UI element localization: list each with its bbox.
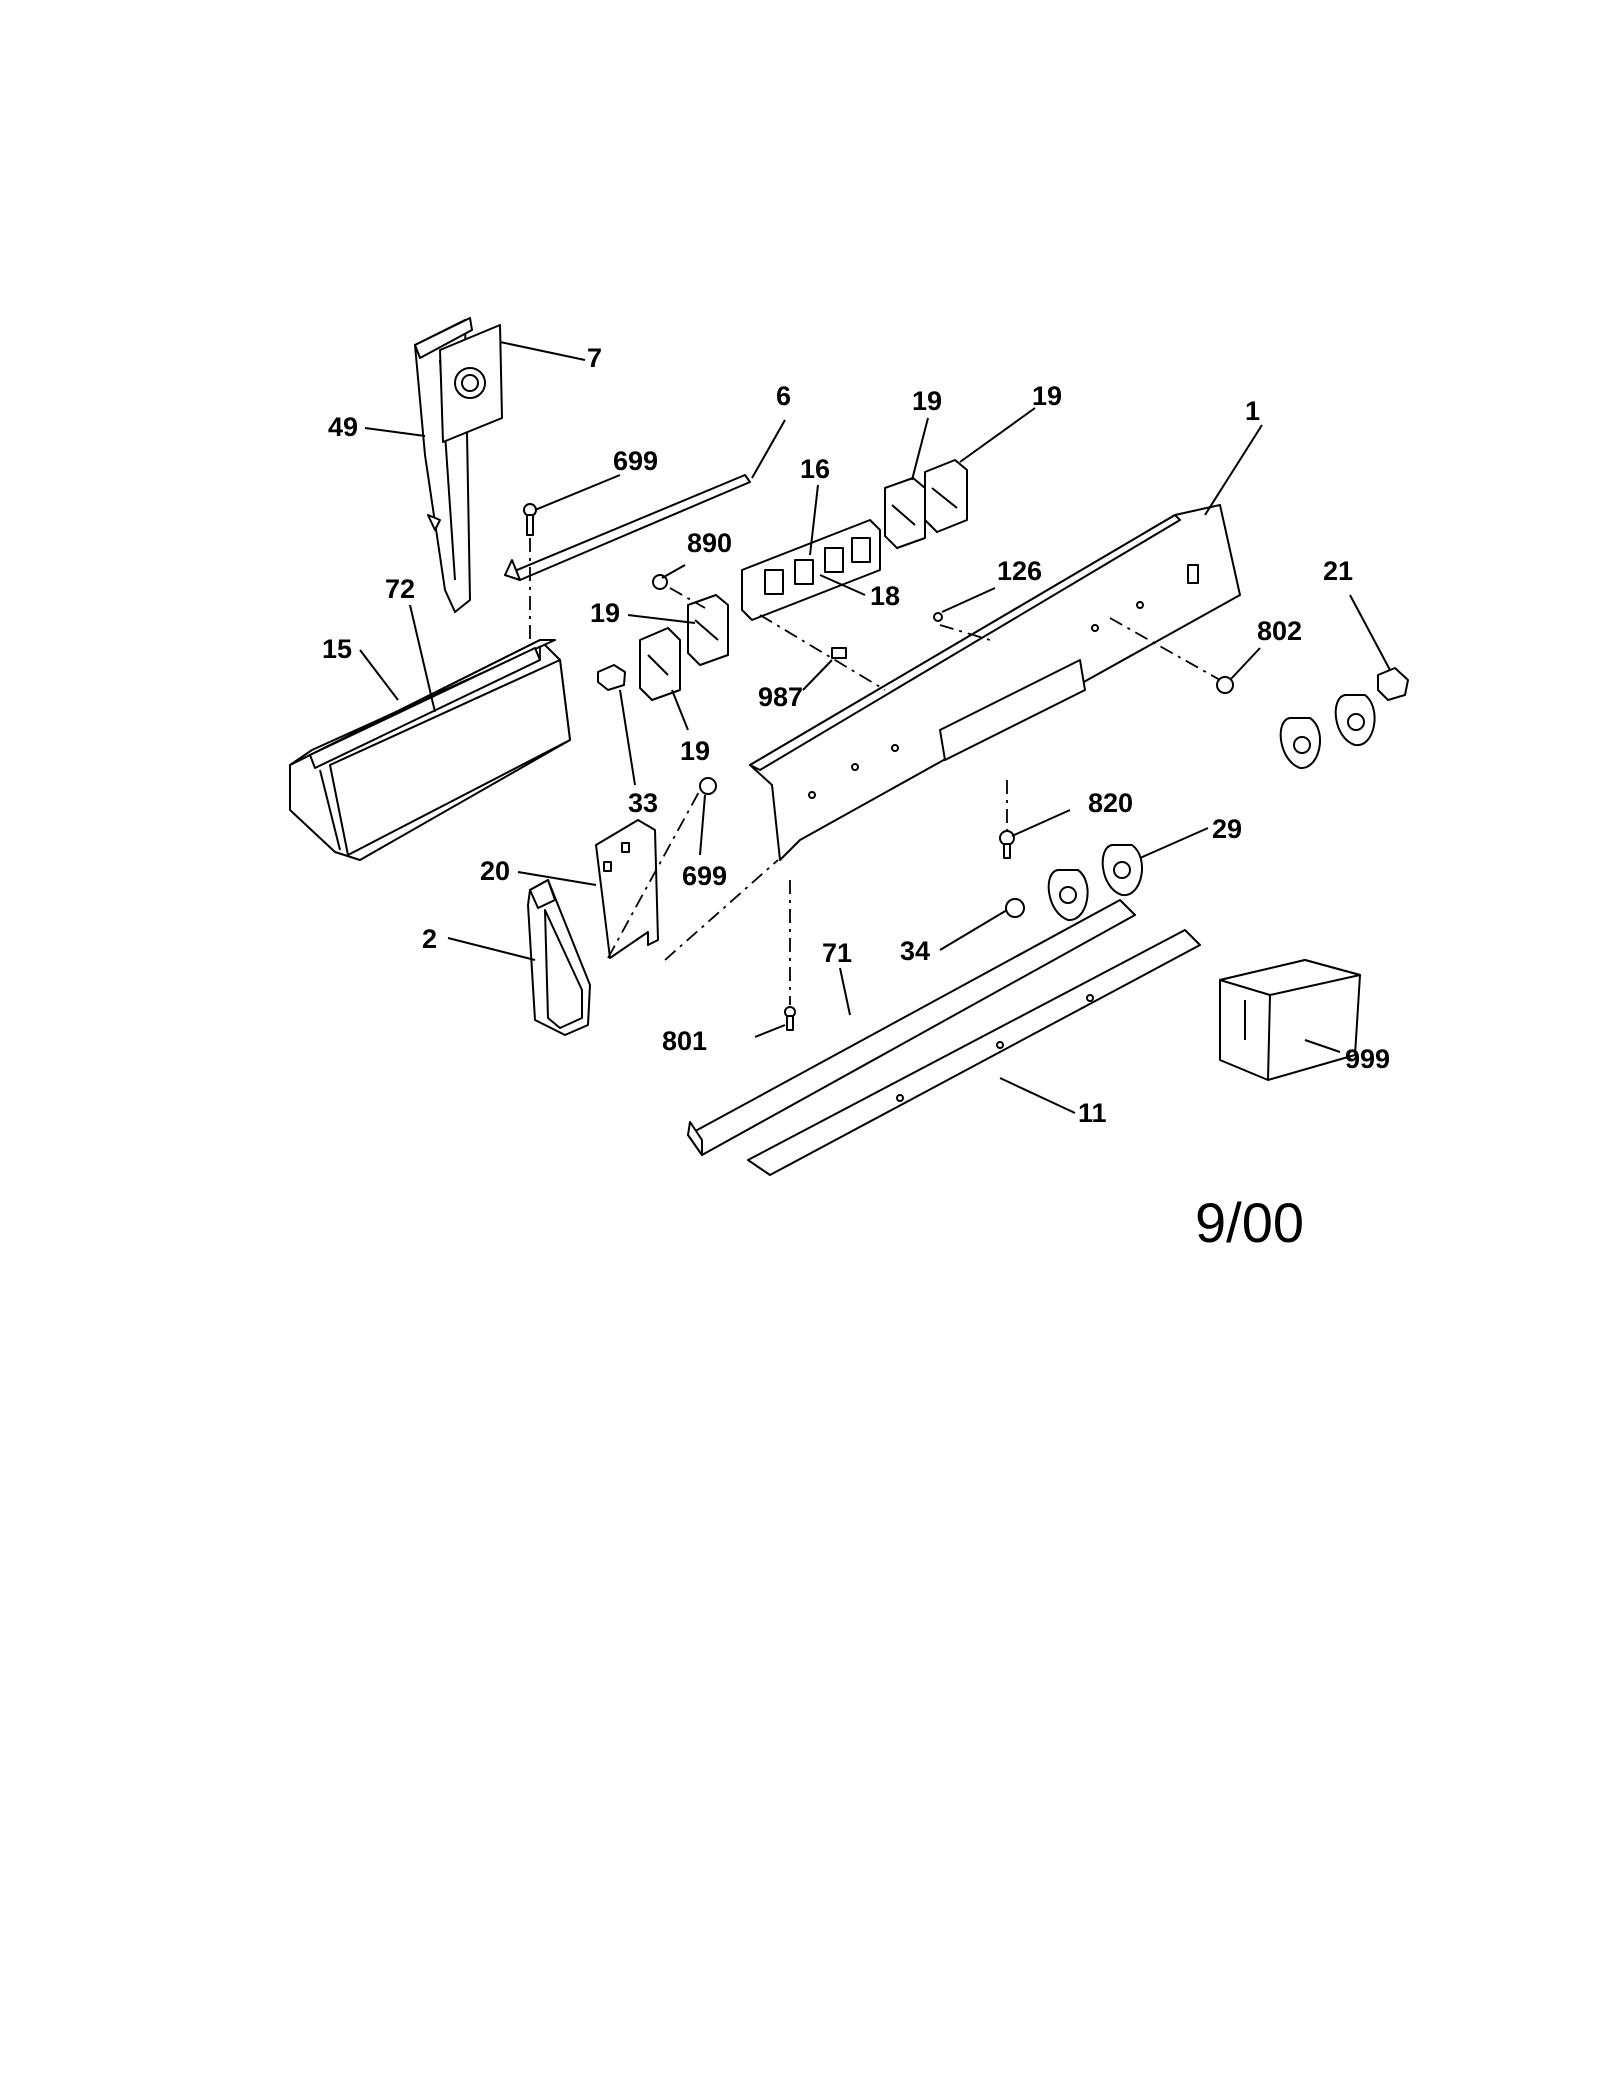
callout-19-mid-left: 19 bbox=[590, 598, 620, 628]
callout-987: 987 bbox=[758, 682, 803, 712]
revision-date: 9/00 bbox=[1195, 1191, 1304, 1254]
assembly-lines bbox=[529, 538, 1221, 1005]
callout-labels: 1 2 6 7 11 15 16 18 19 19 19 19 20 21 29… bbox=[322, 343, 1390, 1128]
callout-6: 6 bbox=[776, 381, 791, 411]
part-21-switch bbox=[1377, 667, 1409, 701]
part-16-control-board bbox=[741, 519, 881, 621]
callout-19-top-right: 19 bbox=[1032, 381, 1062, 411]
part-11-lower-rail bbox=[747, 929, 1201, 1176]
part-19-switch-right-a bbox=[884, 477, 926, 549]
callout-20: 20 bbox=[480, 856, 510, 886]
part-19-switch-right-b bbox=[924, 459, 968, 533]
callout-21: 21 bbox=[1323, 556, 1353, 586]
callout-33: 33 bbox=[628, 788, 658, 818]
part-20-bracket-plate bbox=[595, 819, 659, 959]
callout-34: 34 bbox=[900, 936, 930, 966]
callout-11: 11 bbox=[1078, 1098, 1107, 1128]
part-71-trim-strip bbox=[687, 899, 1136, 1156]
part-29-knob-4 bbox=[1101, 844, 1144, 897]
leader-lines bbox=[359, 341, 1391, 1114]
callout-699-top: 699 bbox=[613, 446, 658, 476]
part-2-end-cap bbox=[527, 879, 591, 1036]
part-29-knob-3 bbox=[1047, 869, 1089, 922]
callout-7: 7 bbox=[587, 343, 602, 373]
part-1-console-panel bbox=[749, 504, 1241, 861]
part-34-stem bbox=[1005, 898, 1025, 918]
callout-2: 2 bbox=[422, 924, 437, 954]
part-801-screw bbox=[784, 1006, 796, 1031]
callout-16: 16 bbox=[800, 454, 830, 484]
callout-71: 71 bbox=[822, 938, 852, 968]
callout-820: 820 bbox=[1088, 788, 1133, 818]
callout-802: 802 bbox=[1257, 616, 1302, 646]
part-29-knob-1 bbox=[1279, 717, 1322, 770]
callout-1: 1 bbox=[1245, 396, 1260, 426]
callout-19-top-center: 19 bbox=[912, 386, 942, 416]
callout-18: 18 bbox=[870, 581, 900, 611]
part-29-knob-2 bbox=[1334, 694, 1376, 747]
callout-72: 72 bbox=[385, 574, 415, 604]
part-33-clip bbox=[597, 664, 626, 691]
part-15-housing bbox=[289, 639, 571, 861]
part-890-screw bbox=[652, 574, 668, 590]
callout-19-lower-left: 19 bbox=[680, 736, 710, 766]
part-19-switch-left-b bbox=[687, 594, 729, 666]
part-7-switch-plate bbox=[439, 324, 503, 443]
part-126-screw bbox=[933, 612, 943, 622]
callout-126: 126 bbox=[997, 556, 1042, 586]
part-19-switch-left-a bbox=[639, 627, 681, 701]
callout-801: 801 bbox=[662, 1026, 707, 1056]
part-999-box bbox=[1219, 959, 1361, 1081]
callout-29: 29 bbox=[1212, 814, 1242, 844]
part-820-screw bbox=[999, 830, 1015, 859]
part-6-rod bbox=[504, 474, 751, 581]
callout-15: 15 bbox=[322, 634, 352, 664]
part-699-screw-top bbox=[523, 503, 537, 536]
callout-890: 890 bbox=[687, 528, 732, 558]
part-987-connector bbox=[831, 647, 847, 659]
callout-999: 999 bbox=[1345, 1044, 1390, 1074]
callout-699-lower: 699 bbox=[682, 861, 727, 891]
callout-49: 49 bbox=[328, 412, 358, 442]
part-699-screw-lower bbox=[699, 777, 717, 795]
panel-indicator-marks bbox=[808, 564, 1199, 799]
part-802-screw bbox=[1216, 676, 1234, 694]
